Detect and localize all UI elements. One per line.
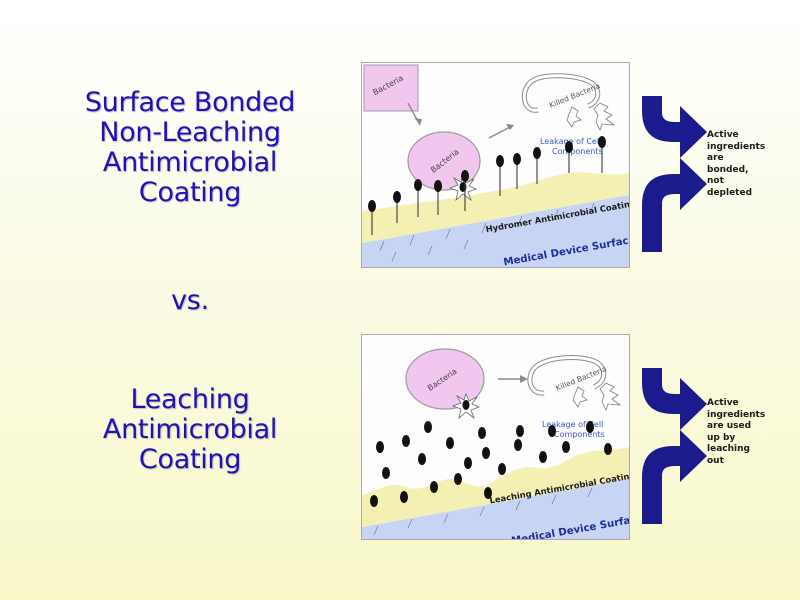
top-curved-arrows [638, 96, 708, 256]
leaching-diagram: Bacteria Killed Bacteria Leakage of Cell… [361, 334, 630, 540]
bonded-coating-title: Surface Bonded Non-Leaching Antimicrobia… [40, 88, 340, 208]
surface-hatch-lines [373, 487, 593, 536]
coating-layer [362, 447, 629, 527]
bacteria-approach-arrow [407, 102, 423, 126]
top-note-line-6: depleted [707, 187, 753, 198]
device-surface-layer [362, 195, 629, 267]
antimicrobial-spike-heads [368, 136, 606, 212]
leakage-label-line2: Components [552, 147, 603, 156]
leakage-arrows [572, 382, 622, 412]
bottom-note-line-6: out [707, 455, 724, 466]
burst-icon [451, 392, 481, 420]
bacteria-leaching [405, 348, 485, 410]
top-note-line-5: not [707, 176, 724, 186]
bottom-note-line-1: Active [707, 398, 739, 408]
leakage-label-line1-bottom: Leakage of Cell [542, 420, 603, 429]
blue-curved-arrow-icon [642, 368, 707, 524]
leaching-title-line-1: Leaching [130, 384, 250, 415]
device-surface-layer [362, 479, 629, 539]
kill-arrow [488, 124, 514, 139]
leakage-label-line2-bottom: Components [554, 430, 605, 439]
bottom-note-line-4: up by [707, 432, 736, 443]
blue-curved-arrow-icon [642, 96, 707, 252]
antimicrobial-spike-icon [371, 146, 603, 235]
bottom-note-line-3: are used [707, 421, 752, 431]
bottom-side-note: Active ingredients are used up by leachi… [707, 398, 792, 467]
bottom-curved-arrows [638, 368, 708, 528]
coating-layer [362, 172, 629, 243]
vs-label: vs. [171, 285, 209, 316]
surface-hatch-lines [379, 202, 595, 262]
bacteria-top-left [363, 64, 419, 112]
leaching-coating-title: Leaching Antimicrobial Coating [40, 385, 340, 475]
bonded-title-line-1: Surface Bonded [84, 87, 296, 118]
top-side-note: Active ingredients are bonded, not deple… [707, 130, 792, 199]
bottom-note-line-2: ingredients [707, 409, 766, 420]
bottom-note-line-5: leaching [707, 444, 750, 454]
leaching-title-line-3: Coating [138, 444, 242, 475]
bonded-title-line-2: Non-Leaching [99, 117, 281, 148]
top-note-line-2: ingredients [707, 141, 766, 152]
kill-arrow [498, 375, 528, 383]
top-note-line-3: are [707, 153, 724, 163]
leaching-particle-icon [370, 421, 612, 507]
non-leaching-diagram: Bacteria Bacteria Killed Bacteria [361, 62, 630, 268]
bonded-title-line-3: Antimicrobial [102, 147, 278, 178]
bonded-title-line-4: Coating [138, 177, 242, 208]
top-note-line-1: Active [707, 130, 739, 140]
leakage-arrows [566, 102, 616, 132]
leakage-label-line1: Leakage of Cell [540, 137, 601, 146]
leaching-title-line-2: Antimicrobial [102, 414, 278, 445]
top-note-line-4: bonded, [707, 164, 749, 175]
